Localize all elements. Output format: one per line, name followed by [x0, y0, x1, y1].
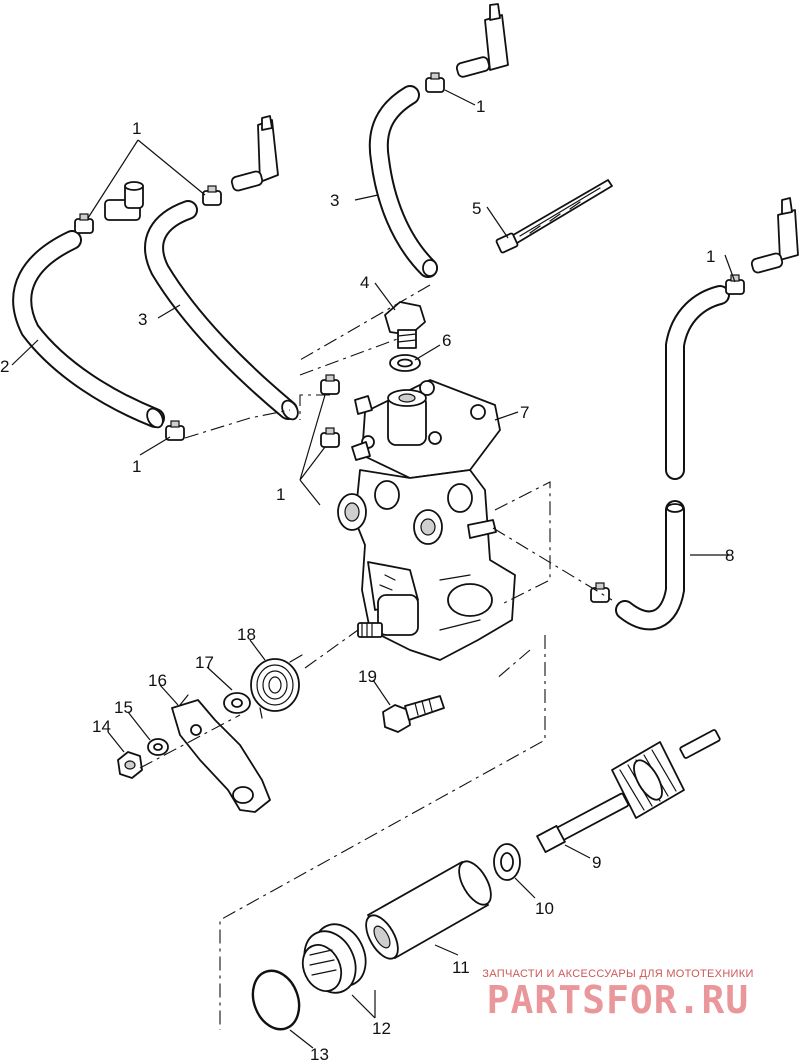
leader-lines [11, 89, 736, 1049]
clamp-icon [725, 274, 745, 295]
washer-17 [223, 692, 251, 714]
nozzle-icon [750, 197, 799, 274]
callout-16: 16 [148, 671, 167, 690]
washer-6 [389, 354, 421, 372]
nozzle-icon [455, 3, 509, 78]
oil-pump [337, 379, 516, 661]
port-icon [374, 480, 400, 510]
callout-17: 17 [195, 653, 214, 672]
bushing-11 [365, 860, 492, 960]
callout-8: 8 [725, 546, 734, 565]
clamp-icon [165, 420, 185, 441]
callout-3: 3 [330, 191, 339, 210]
clamp-icon [320, 374, 340, 395]
lever-16 [171, 694, 271, 813]
callout-1: 1 [132, 457, 141, 476]
clamp-icon [74, 213, 94, 234]
clamp-icon [590, 582, 610, 603]
port-icon [447, 483, 473, 513]
callout-5: 5 [472, 199, 481, 218]
assembly-lines [139, 284, 613, 1030]
callout-4: 4 [360, 273, 369, 292]
callout-12: 12 [372, 1019, 391, 1038]
cable-tie [495, 179, 613, 254]
watermark: ЗАПЧАСТИ И АКСЕССУАРЫ ДЛЯ МОТОТЕХНИКИ PA… [458, 968, 778, 1022]
washer-15 [147, 738, 169, 756]
callout-1: 1 [132, 119, 141, 138]
callout-14: 14 [92, 717, 111, 736]
fittings [104, 3, 799, 274]
watermark-logo: PARTSFOR.RU [486, 978, 750, 1022]
callout-10: 10 [535, 899, 554, 918]
drive-gear-9 [536, 729, 721, 854]
watermark-caption: ЗАПЧАСТИ И АКСЕССУАРЫ ДЛЯ МОТОТЕХНИКИ [482, 968, 754, 980]
callout-labels: 1 1 1 1 1 2 3 3 4 5 6 7 8 9 10 11 12 13 … [0, 97, 734, 1064]
hose-3-top [368, 85, 438, 278]
callout-1: 1 [276, 485, 285, 504]
callout-19: 19 [358, 667, 377, 686]
callout-11: 11 [452, 958, 470, 977]
tee-fitting-icon [104, 181, 144, 221]
nozzle-icon [230, 115, 279, 192]
hose-clamps [74, 72, 745, 603]
callout-7: 7 [520, 403, 529, 422]
nut-14 [117, 751, 143, 779]
hose-8-upper [665, 285, 730, 480]
spring-18 [250, 654, 303, 719]
callout-13: 13 [310, 1045, 329, 1064]
port-icon [337, 493, 367, 531]
port-icon [413, 509, 443, 545]
bolt-19 [382, 695, 445, 733]
clamp-icon [202, 185, 222, 206]
clamp-icon [320, 427, 340, 448]
clamp-icon [425, 72, 445, 93]
bolt-4 [384, 301, 426, 349]
callout-15: 15 [114, 698, 133, 717]
washer-10 [493, 843, 521, 881]
seal-12 [301, 923, 367, 994]
hose-2 [12, 230, 165, 429]
callout-1: 1 [476, 97, 485, 116]
callout-9: 9 [592, 853, 601, 872]
snap-ring-13 [251, 969, 301, 1031]
callout-3: 3 [138, 310, 147, 329]
hose-3-left [144, 200, 299, 421]
hose-8-lower [615, 500, 685, 631]
callout-2: 2 [0, 357, 9, 376]
callout-1: 1 [706, 247, 715, 266]
callout-6: 6 [442, 331, 451, 350]
callout-18: 18 [237, 625, 256, 644]
